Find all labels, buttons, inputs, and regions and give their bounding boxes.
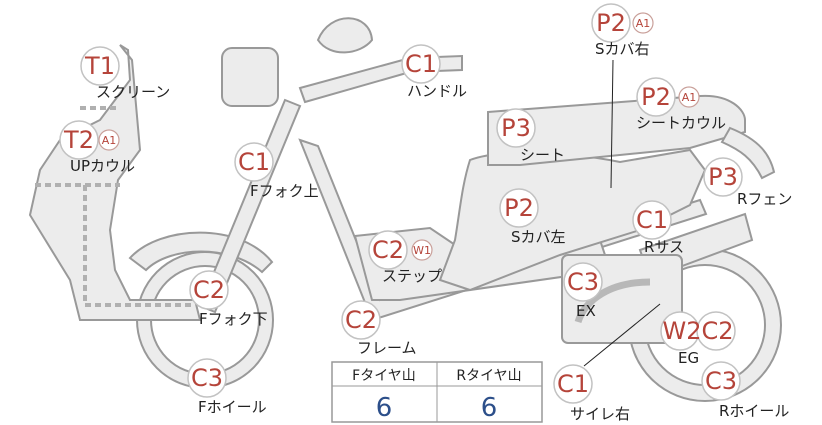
part-label-up-cowl: UPカウル (70, 157, 135, 175)
mirror (316, 17, 374, 54)
badge-code: C3 (567, 268, 599, 296)
badge-c3-rear-wheel: C3 Rホイール (701, 361, 789, 420)
badge-sub: W1 (413, 244, 431, 257)
badge-c3-front-wheel: C3 Fホイール (187, 358, 267, 416)
exhaust-pipe (574, 278, 651, 324)
part-label-exhaust: EX (576, 302, 596, 320)
part-label-seat: シート (520, 146, 565, 164)
part-label-engine: EG (678, 349, 699, 367)
seat (487, 94, 746, 166)
headlight (221, 47, 279, 107)
badge-c1-rear-sus: C1 Rサス (632, 200, 684, 256)
part-label-rear-wheel: Rホイール (719, 402, 789, 420)
badge-code: T2 (63, 126, 94, 154)
tire-tread-table: Fタイヤ山 Rタイヤ山 6 6 (331, 361, 543, 423)
front-fork (198, 98, 302, 314)
part-label-seat-cowl: シートカウル (636, 114, 726, 132)
part-label-fork-lower: Fフォク下 (199, 310, 268, 328)
badge-code: P2 (641, 83, 671, 111)
badge-code: C2 (372, 236, 404, 264)
badge-code: C3 (191, 364, 223, 392)
front-cowl (28, 44, 202, 321)
badge-code: C1 (557, 370, 589, 398)
front-tread-value: 6 (376, 393, 393, 423)
badge-code: P2 (596, 9, 626, 37)
part-label-frame: フレーム (357, 339, 417, 357)
part-label-cover-right: Sカバ右 (595, 40, 650, 58)
part-label-step: ステップ (382, 267, 442, 285)
badge-code: C2 (345, 306, 377, 334)
badge-code: P2 (504, 194, 534, 222)
part-label-handle: ハンドル (407, 82, 467, 100)
badge-w2c2-engine: W2C2 EG (660, 311, 736, 367)
badge-sub: A1 (682, 91, 697, 104)
part-label-rear-fender: Rフェン (737, 190, 792, 208)
rear-tread-header: Rタイヤ山 (456, 368, 521, 384)
badge-code: P3 (501, 114, 531, 142)
badge-c1-handle: C1 ハンドル (401, 44, 467, 100)
badge-c2-fork-lower: C2 Fフォク下 (189, 270, 268, 328)
rear-fender (720, 126, 776, 180)
part-label-screen: スクリーン (96, 83, 170, 101)
part-label-front-wheel: Fホイール (198, 398, 267, 416)
badge-sub: A1 (636, 17, 651, 30)
badge-c3-exhaust: C3 EX (563, 262, 603, 320)
badge-p2-cover-right: P2 A1 Sカバ右 (591, 3, 654, 58)
badge-code: W2C2 (662, 317, 733, 345)
badge-t2: T2 A1 UPカウル (59, 120, 135, 175)
badge-c1-muffler-right: C1 サイレ右 (553, 364, 630, 423)
badge-p3-rear-fender: P3 Rフェン (703, 157, 792, 208)
badge-code: C2 (193, 276, 225, 304)
badge-code: C3 (705, 367, 737, 395)
badge-c1-fork-upper: C1 Fフォク上 (234, 142, 319, 200)
badge-p2-seat-cowl: P2 A1 シートカウル (636, 77, 726, 132)
badge-c2-step: C2 W1 ステップ (368, 230, 442, 285)
part-label-fork-upper: Fフォク上 (250, 182, 319, 200)
badge-sub: A1 (102, 134, 117, 147)
rear-tread-value: 6 (481, 393, 498, 423)
badge-t1: T1 スクリーン (80, 46, 170, 101)
badge-circle (80, 46, 120, 86)
badge-code: C1 (636, 206, 668, 234)
badge-code: C1 (405, 50, 437, 78)
badge-c2-frame: C2 フレーム (341, 300, 417, 357)
badge-code: C1 (238, 148, 270, 176)
part-label-rear-sus: Rサス (644, 238, 684, 256)
badge-code: P3 (708, 163, 738, 191)
badge-p3-seat: P3 シート (496, 108, 565, 164)
badge-code: T1 (84, 52, 115, 80)
part-label-cover-left: Sカバ左 (511, 228, 566, 246)
front-tread-header: Fタイヤ山 (352, 368, 416, 384)
badge-p2-cover-left: P2 Sカバ左 (499, 188, 566, 246)
part-label-muffler-right: サイレ右 (570, 405, 630, 423)
front-wheel (136, 251, 274, 389)
